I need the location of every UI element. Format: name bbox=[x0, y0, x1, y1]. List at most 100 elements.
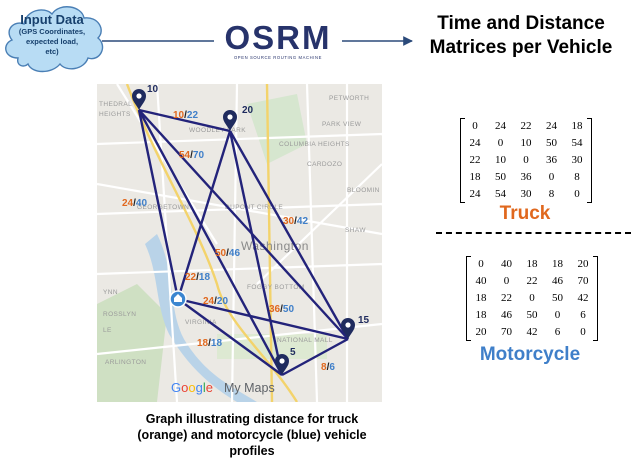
graph-caption: Graph illustrating distance for truck (o… bbox=[112, 411, 392, 459]
map-park bbox=[97, 284, 167, 402]
motorcycle-label: Motorcycle bbox=[479, 344, 581, 365]
output-title-line-1: Time and Distance bbox=[437, 13, 605, 34]
graph-edge bbox=[176, 130, 232, 300]
cloud-shape bbox=[5, 6, 104, 73]
edge-label-truck: 30 bbox=[283, 216, 295, 227]
truck-matrix-cell: 24 bbox=[546, 120, 557, 132]
edge-label-moto: 6 bbox=[329, 362, 335, 373]
truck-matrix-cell: 8 bbox=[548, 188, 555, 200]
map-street-label: FOGGY BOTTOM bbox=[247, 284, 305, 291]
edge-label: 24/40 bbox=[122, 198, 147, 209]
edge-label: 24/20 bbox=[203, 296, 228, 307]
caption-line-2: (orange) and motorcycle (blue) vehicle bbox=[137, 428, 367, 442]
graph-edge bbox=[281, 337, 349, 377]
edge-label-separator: / bbox=[327, 362, 330, 373]
motorcycle-matrix-cell: 18 bbox=[552, 258, 563, 270]
edge-label-truck: 8 bbox=[321, 362, 327, 373]
truck-matrix-cell: 22 bbox=[469, 154, 481, 166]
graph-edge bbox=[138, 108, 231, 133]
map-street-label: YNN bbox=[103, 289, 118, 296]
edge-label: 30/42 bbox=[283, 216, 308, 227]
truck-matrix-cell: 0 bbox=[574, 188, 580, 200]
input-data-subtitle-line-1: (GPS Coordinates, bbox=[18, 27, 86, 36]
motorcycle-matrix-cell: 0 bbox=[580, 326, 586, 338]
motorcycle-matrix-cell: 46 bbox=[552, 275, 563, 287]
motorcycle-matrix-cell: 6 bbox=[580, 309, 586, 321]
edge-label-separator: / bbox=[294, 216, 297, 227]
motorcycle-matrix-cell: 40 bbox=[501, 258, 512, 270]
graph-edge bbox=[228, 130, 350, 340]
node-label: 10 bbox=[147, 84, 159, 95]
graph-edge bbox=[228, 130, 284, 376]
truck-matrix-cell: 54 bbox=[495, 188, 506, 200]
edge-label-moto: 20 bbox=[217, 296, 229, 307]
motorcycle-matrix-cell: 20 bbox=[475, 326, 487, 338]
node-label: 15 bbox=[358, 315, 370, 326]
map-street-label: Washington bbox=[241, 239, 309, 253]
location-pin-icon bbox=[132, 89, 146, 110]
caption-line-1: Graph illustrating distance for truck bbox=[145, 412, 359, 426]
map-street-label: THEDRAL bbox=[99, 101, 132, 108]
google-letter: o bbox=[188, 380, 195, 395]
location-pin-icon bbox=[223, 110, 237, 131]
input-data-text: Input Data (GPS Coordinates, expected lo… bbox=[14, 12, 90, 57]
edge-label-moto: 50 bbox=[283, 304, 295, 315]
edge-label-truck: 54 bbox=[179, 150, 191, 161]
motorcycle-matrix-cell: 20 bbox=[577, 258, 589, 270]
edge-label-moto: 70 bbox=[193, 150, 205, 161]
truck-matrix-cell: 0 bbox=[497, 137, 504, 149]
truck-matrix-cell: 54 bbox=[571, 137, 583, 149]
edge-label-separator: / bbox=[226, 248, 229, 259]
input-data-subtitle-line-2: expected load, bbox=[25, 37, 79, 46]
map-street-label: CARDOZO bbox=[307, 161, 342, 168]
truck-matrix-cell: 0 bbox=[548, 171, 555, 183]
edge-label: 18/18 bbox=[197, 338, 222, 349]
edge-label-moto: 18 bbox=[199, 272, 211, 283]
google-letter: g bbox=[196, 380, 203, 395]
pin-dot bbox=[279, 358, 285, 364]
edge-label-separator: / bbox=[184, 110, 187, 121]
map-street-label: DUPONT CIRCLE bbox=[225, 204, 283, 211]
map-street-label: HEIGHTS bbox=[99, 111, 131, 118]
motorcycle-matrix-cell: 70 bbox=[501, 326, 512, 338]
motorcycle-matrix-cell: 50 bbox=[526, 309, 538, 321]
google-letter: G bbox=[171, 380, 181, 395]
caption-line-3: profiles bbox=[229, 444, 275, 458]
truck-matrix-cell: 0 bbox=[523, 154, 529, 166]
motorcycle-matrix-cell: 42 bbox=[577, 292, 589, 304]
input-data-title: Input Data bbox=[20, 12, 84, 27]
motorcycle-matrix-cell: 18 bbox=[475, 309, 487, 321]
graph-edge bbox=[137, 109, 180, 300]
matrix-divider bbox=[436, 232, 631, 234]
edge-label-separator: / bbox=[196, 272, 199, 283]
google-my-maps-logo: Google My Maps bbox=[171, 380, 275, 395]
truck-matrix-cell: 0 bbox=[472, 120, 478, 132]
motorcycle-matrix-cell: 70 bbox=[577, 275, 589, 287]
graph-edge bbox=[177, 298, 283, 376]
map-street-label: SHAW bbox=[345, 227, 366, 234]
edge-label-truck: 24 bbox=[122, 198, 134, 209]
motorcycle-matrix-cell: 0 bbox=[478, 258, 484, 270]
edge-label-moto: 42 bbox=[297, 216, 309, 227]
edge-label-truck: 24 bbox=[203, 296, 215, 307]
motorcycle-matrix-cell: 6 bbox=[554, 326, 561, 338]
graph-edge bbox=[138, 109, 349, 340]
map-street-label: WOODLEY PARK bbox=[189, 127, 246, 134]
edge-label-truck: 10 bbox=[173, 110, 185, 121]
motorcycle-matrix-cell: 40 bbox=[475, 275, 487, 287]
google-letter: l bbox=[203, 380, 206, 395]
osrm-logo-text: OSRM bbox=[225, 19, 332, 56]
edge-label-separator: / bbox=[280, 304, 283, 315]
edge-label: 36/50 bbox=[269, 304, 294, 315]
